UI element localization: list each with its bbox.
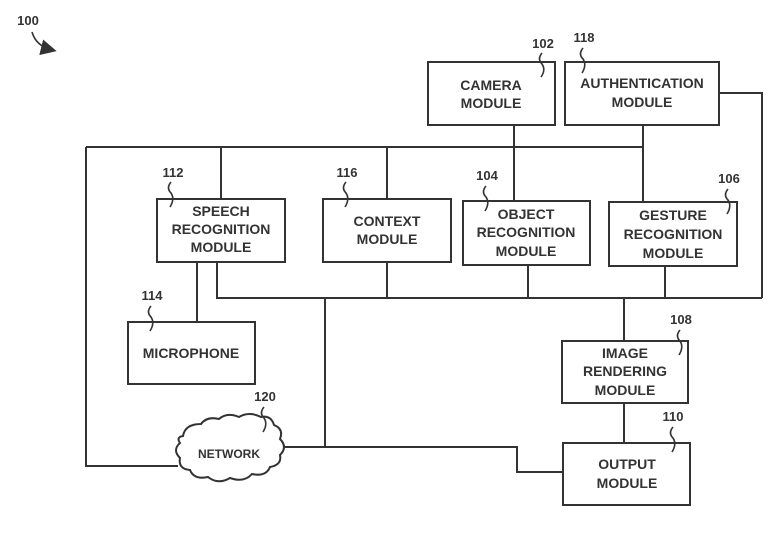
camera-module: CAMERA MODULE 102: [427, 36, 556, 126]
speech-recognition-module: SPEECH RECOGNITION MODULE 112: [156, 165, 286, 263]
context-label-line2: MODULE: [357, 231, 418, 247]
object-leader-icon: [482, 185, 489, 212]
connections: [85, 92, 763, 473]
gesture-label-line2: RECOGNITION: [624, 226, 723, 242]
gesture-recognition-module: GESTURE RECOGNITION MODULE 106: [608, 171, 740, 267]
context-leader-icon: [342, 181, 349, 208]
authentication-leader-icon: [579, 47, 586, 74]
output-leader-icon: [669, 426, 676, 453]
context-module: CONTEXT MODULE 116: [322, 165, 452, 263]
microphone-leader-icon: [147, 305, 154, 332]
microphone-ref: 114: [142, 288, 164, 303]
image-rendering-module: IMAGE RENDERING MODULE 108: [561, 312, 692, 404]
rendering-ref: 108: [670, 312, 692, 327]
speech-leader-icon: [167, 181, 174, 208]
speech-ref: 112: [163, 165, 184, 180]
object-label-line3: MODULE: [496, 243, 557, 259]
wire-left-to-network: [85, 147, 178, 467]
rendering-label-line1: IMAGE: [602, 345, 648, 361]
figure-arrow-icon: [31, 31, 57, 56]
authentication-label-line1: AUTHENTICATION: [580, 75, 703, 91]
microphone: MICROPHONE 114: [127, 288, 256, 385]
camera-label-line2: MODULE: [461, 95, 522, 111]
object-label-line1: OBJECT: [498, 206, 555, 222]
gesture-ref: 106: [718, 171, 740, 186]
network-cloud: NETWORK 120: [175, 389, 285, 483]
gesture-label-line1: GESTURE: [639, 207, 707, 223]
speech-label-line1: SPEECH: [192, 203, 250, 219]
microphone-label: MICROPHONE: [143, 345, 239, 361]
network-ref: 120: [254, 389, 276, 404]
authentication-module: AUTHENTICATION MODULE 118: [564, 30, 720, 126]
output-label-line2: MODULE: [597, 475, 658, 491]
object-recognition-module: OBJECT RECOGNITION MODULE 104: [462, 168, 591, 266]
output-label-line1: OUTPUT: [598, 456, 656, 472]
context-label-line1: CONTEXT: [354, 213, 421, 229]
object-label-line2: RECOGNITION: [477, 224, 576, 240]
gesture-leader-icon: [724, 188, 731, 215]
camera-ref: 102: [532, 36, 554, 51]
context-ref: 116: [337, 165, 358, 180]
speech-label-line2: RECOGNITION: [172, 221, 271, 237]
output-ref: 110: [663, 409, 684, 424]
authentication-ref: 118: [574, 30, 595, 45]
network-leader-icon: [260, 406, 267, 433]
output-module: OUTPUT MODULE 110: [562, 409, 691, 506]
network-label: NETWORK: [198, 447, 260, 461]
wire-network-to-output: [282, 446, 563, 473]
cloud-icon: [175, 413, 285, 483]
camera-label-line1: CAMERA: [460, 77, 521, 93]
figure-ref: 100: [17, 13, 39, 28]
camera-leader-icon: [538, 52, 545, 78]
authentication-label-line2: MODULE: [612, 94, 673, 110]
rendering-leader-icon: [676, 329, 683, 356]
bottom-bus: [216, 262, 762, 299]
rendering-label-line2: RENDERING: [583, 363, 667, 379]
rendering-label-line3: MODULE: [595, 382, 656, 398]
gesture-label-line3: MODULE: [643, 245, 704, 261]
object-ref: 104: [476, 168, 498, 183]
wire-auth-right: [719, 92, 763, 298]
speech-label-line3: MODULE: [191, 239, 252, 255]
